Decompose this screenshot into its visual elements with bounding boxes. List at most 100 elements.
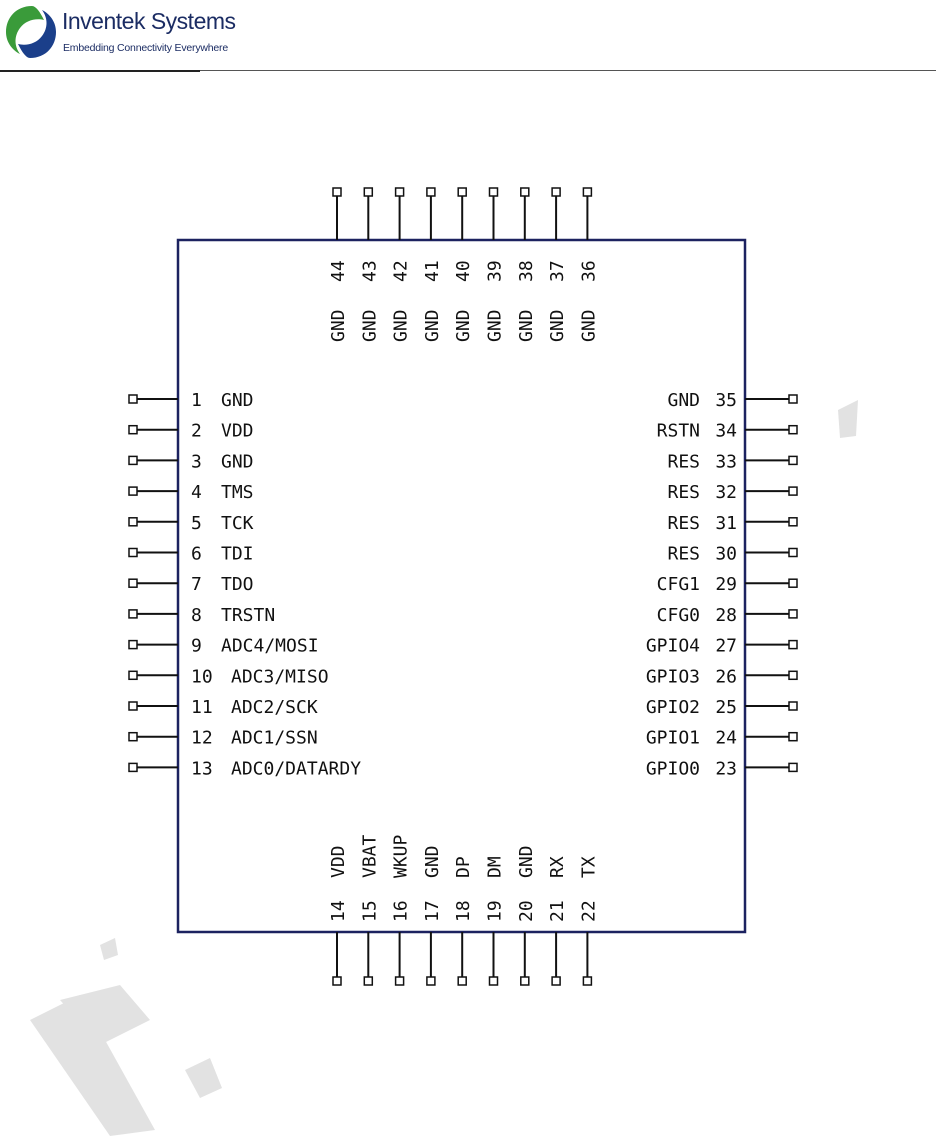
pin-number: 10 [191,666,213,687]
pin-pad [128,701,138,711]
pin-name: TDO [221,574,254,595]
pin-number: 6 [191,544,202,565]
pin-pad [788,639,798,650]
pin-number: 2 [191,421,202,442]
pin-number: 23 [715,758,737,779]
header-divider [0,70,936,71]
pin-name: RX [547,856,568,878]
pin-number: 41 [422,260,443,282]
pin-name: ADC3/MISO [231,666,329,687]
pin-pad [128,609,138,619]
pin-number: 43 [359,260,380,282]
pin-pad [551,976,561,986]
pin-number: 16 [391,900,412,922]
pin-name: ADC1/SSN [231,728,318,749]
pin-pad [788,547,798,558]
pin-number: 20 [516,900,537,922]
pin-number: 32 [715,482,737,503]
pin-number: 14 [328,900,349,922]
pin-name: WKUP [391,834,412,878]
pin-name: GND [359,309,380,342]
pin-name: RES [667,513,700,534]
pin-pad [128,394,138,404]
pin-name: GND [485,309,506,342]
brand-name: Inventek Systems [62,8,236,34]
pin-name: VDD [221,421,254,442]
pin-name: GND [547,309,568,342]
pin-number: 33 [715,451,737,472]
inventek-logo-icon [6,6,56,58]
pin-pad [551,187,561,197]
pin-name: GND [391,309,412,342]
pin-pad [582,187,593,197]
pin-name: GND [221,390,254,411]
pin-pad [788,670,798,681]
pin-pad [394,187,405,197]
pin-name: ADC2/SCK [231,697,318,718]
pin-name: RES [667,451,700,472]
pin-number: 13 [191,758,213,779]
pin-name: GPIO3 [646,666,700,687]
pin-name: GND [422,309,443,342]
pin-number: 26 [715,666,737,687]
pin-pad [363,976,374,986]
pin-number: 42 [391,260,412,282]
pin-name: RES [667,544,700,565]
brand-tagline: Embedding Connectivity Everywhere [63,42,228,54]
pin-pad [363,187,374,197]
pin-name: VBAT [359,834,380,878]
pin-number: 12 [191,728,213,749]
pin-pad [520,187,530,197]
pin-pad [788,762,798,773]
pin-pad [457,976,467,986]
pin-pad [128,547,138,558]
pin-pad [394,976,405,986]
pin-number: 11 [191,697,213,718]
pin-number: 3 [191,451,202,472]
pin-number: 44 [328,260,349,282]
pin-name: GND [422,845,443,878]
pin-number: 5 [191,513,202,534]
pin-number: 31 [715,513,737,534]
pin-number: 19 [485,900,506,922]
pin-name: DP [453,856,474,878]
pin-number: 25 [715,697,737,718]
pin-number: 39 [485,260,506,282]
pin-name: VDD [328,845,349,878]
pin-number: 27 [715,636,737,657]
pin-number: 9 [191,636,202,657]
pin-pad [332,976,342,986]
pin-number: 8 [191,605,202,626]
pin-number: 15 [359,900,380,922]
pin-pad [128,731,138,742]
pin-name: ADC0/DATARDY [231,758,361,779]
pin-number: 35 [715,390,737,411]
pin-pad [788,609,798,619]
pin-pad [332,187,342,197]
pin-number: 37 [547,260,568,282]
pin-pad [426,187,436,197]
pin-name: GND [453,309,474,342]
pin-pad [788,394,798,404]
pin-name: GPIO4 [646,636,700,657]
pin-name: GPIO2 [646,697,700,718]
pin-name: GND [328,309,349,342]
pin-name: RES [667,482,700,503]
pin-pad [128,639,138,650]
pin-pad [128,578,138,588]
header-divider-accent [0,70,200,72]
pin-pad [788,517,798,527]
pin-number: 21 [547,900,568,922]
pin-name: CFG0 [657,605,700,626]
page-header: Inventek Systems Embedding Connectivity … [0,0,936,72]
pin-name: TX [578,856,599,878]
pin-number: 38 [516,260,537,282]
pin-pad [488,976,499,986]
pin-number: 28 [715,605,737,626]
pin-number: 34 [715,421,737,442]
pin-pad [788,455,798,466]
pin-number: 30 [715,544,737,565]
pin-number: 1 [191,390,202,411]
